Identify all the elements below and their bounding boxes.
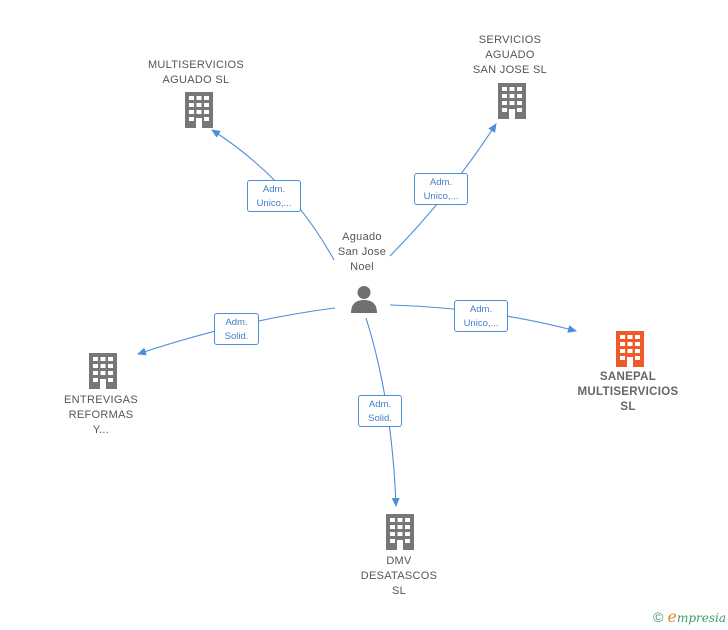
node-line: REFORMAS [68, 409, 134, 421]
edge-label-line: Adm. [429, 177, 453, 188]
edge-label-line: Adm. [469, 304, 493, 315]
person-icon[interactable] [349, 284, 379, 314]
edge-label-line: Solid. [224, 331, 249, 342]
edge-label-sanepal[interactable]: Adm. Unico,... [454, 300, 508, 332]
node-line: SAN JOSE SL [472, 64, 548, 76]
node-line: AGUADO [485, 49, 535, 61]
node-line: MULTISERVICIOS [577, 386, 679, 398]
edge-label-multiservicios-aguado[interactable]: Adm. Unico,... [247, 180, 301, 212]
edge-label-servicios-aguado[interactable]: Adm. Unico,... [414, 173, 468, 205]
node-label-multiservicios-aguado[interactable]: MULTISERVICIOS AGUADO SL [136, 58, 256, 88]
node-line: SANEPAL [599, 371, 657, 383]
edge-label-line: Adm. [225, 317, 248, 328]
brand-name: mpresia [676, 611, 726, 625]
node-label-servicios-aguado[interactable]: SERVICIOS AGUADO SAN JOSE SL [450, 33, 570, 78]
node-label-entrevigas[interactable]: ENTREVIGAS REFORMAS Y... [46, 393, 156, 438]
brand-initial: e [667, 607, 677, 626]
center-name-line-1: Aguado [342, 231, 382, 243]
edge-label-line: Unico,... [463, 318, 499, 329]
edge-label-entrevigas[interactable]: Adm. Solid. [214, 313, 259, 345]
center-name-line-3: Noel [350, 261, 374, 273]
node-line: SL [620, 401, 636, 413]
copyright-icon: © [653, 609, 664, 625]
footer-brand: ©empresia [653, 607, 726, 626]
node-line: DMV [386, 555, 412, 567]
node-line: SL [391, 585, 407, 597]
edge-label-line: Solid. [368, 413, 392, 424]
edge-label-dmv[interactable]: Adm. Solid. [358, 395, 402, 427]
center-name-line-2: San Jose [337, 246, 387, 258]
building-icon[interactable] [496, 83, 528, 119]
center-person-label[interactable]: Aguado San Jose Noel [322, 230, 402, 275]
edge-label-line: Unico,... [423, 191, 459, 202]
node-line: AGUADO SL [162, 74, 230, 86]
node-label-dmv[interactable]: DMV DESATASCOS SL [344, 554, 454, 599]
node-line: Y... [92, 424, 110, 436]
building-icon[interactable] [87, 353, 119, 389]
node-label-sanepal[interactable]: SANEPAL MULTISERVICIOS SL [566, 370, 690, 415]
building-icon[interactable] [384, 514, 416, 550]
node-line: ENTREVIGAS [64, 394, 138, 406]
building-icon[interactable] [614, 331, 646, 367]
edge-label-line: Adm. [262, 184, 286, 195]
edge-label-line: Unico,... [256, 198, 292, 209]
node-line: DESATASCOS [360, 570, 438, 582]
edge-label-line: Adm. [368, 399, 392, 410]
node-line: SERVICIOS [478, 34, 542, 46]
building-icon[interactable] [183, 92, 215, 128]
node-line: MULTISERVICIOS [147, 59, 245, 71]
